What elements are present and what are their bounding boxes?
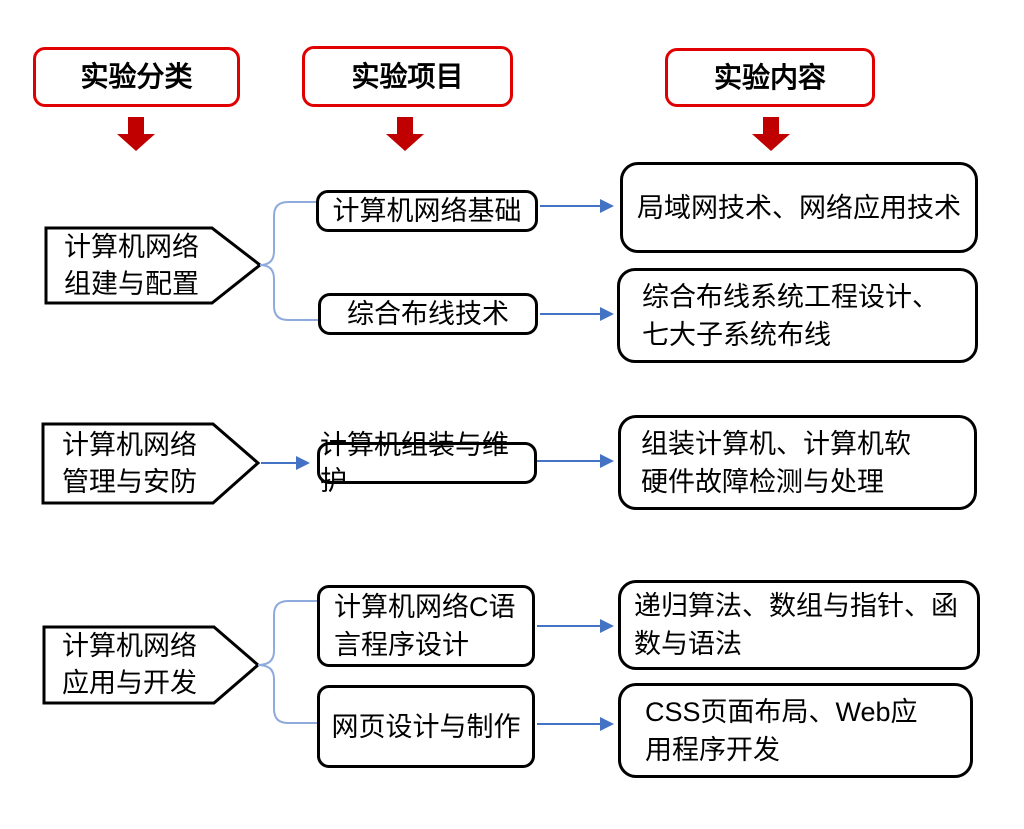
content-label-line: 数与语法 (634, 629, 742, 659)
content-recursion-arrays-pointers: 递归算法、数组与指针、函 数与语法 (618, 580, 980, 670)
down-arrow-icon (117, 117, 155, 151)
category-label-line: 计算机网络 (62, 429, 197, 460)
content-cabling-system-design: 综合布线系统工程设计、 七大子系统布线 (617, 268, 978, 363)
arrowhead-icon (296, 456, 310, 470)
header-experiment-category: 实验分类 (33, 47, 240, 107)
pentagon-shape-category-2 (41, 422, 261, 505)
project-webpage-design: 网页设计与制作 (317, 685, 535, 768)
pentagon-shape-category-3 (42, 625, 261, 705)
project-label-line: 言程序设计 (334, 630, 469, 660)
content-assembly-fault-detection: 组装计算机、计算机软 硬件故障检测与处理 (618, 415, 977, 510)
content-label-line: 硬件故障检测与处理 (641, 466, 884, 497)
content-label-line: 组装计算机、计算机软 (641, 428, 911, 459)
content-label-line: 七大子系统布线 (642, 319, 831, 350)
arrowhead-icon (600, 619, 614, 633)
category-network-setup-config: 计算机网络 组建与配置 (64, 228, 224, 303)
project-computer-assembly-maintenance: 计算机组装与维护 (317, 430, 537, 496)
project-cabling-tech: 综合布线技术 (318, 293, 538, 335)
header-experiment-content: 实验内容 (665, 48, 875, 107)
pentagon-shape-category-1 (44, 226, 263, 305)
down-arrow-icon (752, 117, 790, 151)
brace-connector (257, 664, 317, 724)
project-label-line: 计算机网络C语 (334, 592, 516, 622)
category-label-line: 组建与配置 (64, 268, 199, 299)
category-label-line: 计算机网络 (62, 631, 197, 661)
project-c-language-programming: 计算机网络C语 言程序设计 (317, 585, 535, 667)
arrowhead-icon (600, 307, 614, 321)
down-arrow-icon (386, 117, 424, 151)
category-label-line: 管理与安防 (62, 466, 197, 497)
content-label-line: CSS页面布局、Web应 (645, 696, 918, 727)
category-label-line: 计算机网络 (64, 231, 199, 262)
category-label-line: 应用与开发 (62, 668, 197, 698)
content-label-line: 综合布线系统工程设计、 (642, 281, 939, 312)
content-lan-network-app-tech: 局域网技术、网络应用技术 (620, 162, 978, 253)
arrowhead-icon (600, 199, 614, 213)
project-network-basics: 计算机网络基础 (316, 190, 538, 232)
category-network-app-dev: 计算机网络 应用与开发 (62, 627, 222, 703)
content-label-line: 用程序开发 (645, 734, 780, 765)
arrowhead-icon (600, 454, 614, 468)
brace-connector (257, 600, 317, 666)
brace-connector (259, 201, 316, 266)
content-css-layout-web-app: CSS页面布局、Web应 用程序开发 (618, 683, 973, 778)
brace-connector (259, 264, 318, 321)
category-network-mgmt-security: 计算机网络 管理与安防 (62, 424, 222, 503)
content-label-line: 递归算法、数组与指针、函 (634, 591, 958, 621)
arrowhead-icon (600, 717, 614, 731)
header-experiment-project: 实验项目 (302, 46, 513, 107)
